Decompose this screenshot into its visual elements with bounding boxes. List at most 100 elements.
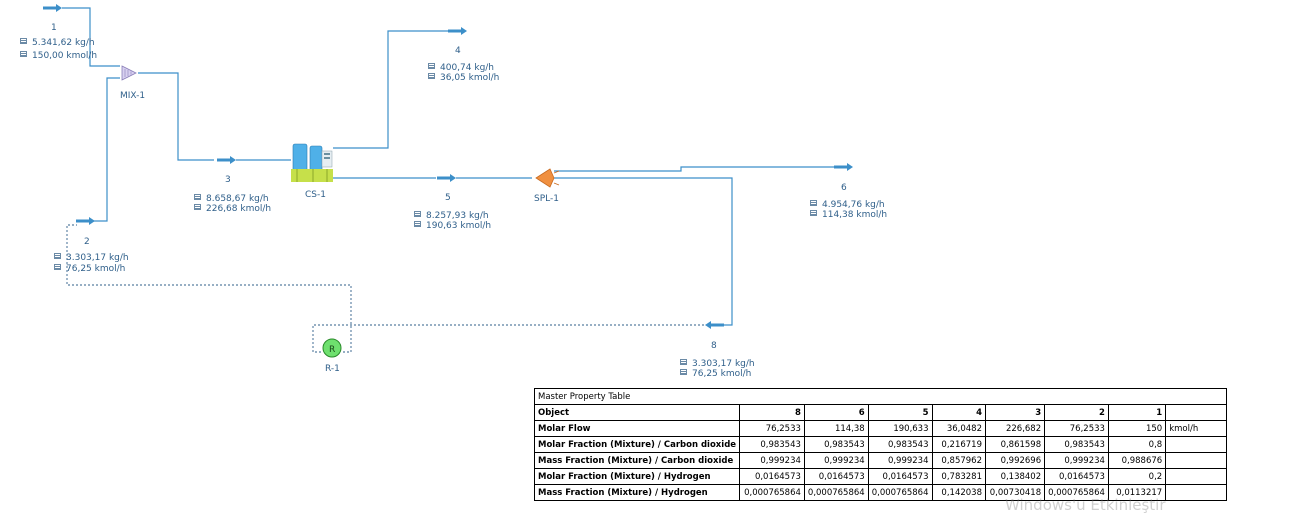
table-cell[interactable]: 8 <box>739 404 805 421</box>
table-cell[interactable]: 5 <box>867 404 933 421</box>
table-cell[interactable]: 0,000765864 <box>867 484 933 501</box>
table-cell[interactable]: 0,142038 <box>931 484 986 501</box>
table-cell[interactable]: 1 <box>1107 404 1167 421</box>
table-cell[interactable]: 76,2533 <box>739 420 805 437</box>
stream-5-arrow-icon[interactable] <box>437 174 456 182</box>
stream-2-mass: 3.303,17 kg/h <box>66 253 129 263</box>
table-cell[interactable]: 0,0113217 <box>1107 484 1167 501</box>
table-cell[interactable]: 0,000765864 <box>803 484 869 501</box>
table-cell[interactable]: 0,999234 <box>1044 452 1109 469</box>
table-cell[interactable]: 190,633 <box>867 420 933 437</box>
table-cell[interactable]: 6 <box>803 404 869 421</box>
table-cell[interactable]: 226,682 <box>984 420 1046 437</box>
table-unit-cell[interactable]: kmol/h <box>1165 420 1227 437</box>
table-row-label[interactable]: Object <box>533 404 741 421</box>
separator-label: CS-1 <box>305 190 326 200</box>
flow-table-icon <box>428 73 435 79</box>
table-cell[interactable]: 0,988676 <box>1107 452 1167 469</box>
table-row-label[interactable]: Mass Fraction (Mixture) / Carbon dioxide <box>533 452 741 469</box>
reactor-label: R-1 <box>325 364 340 374</box>
table-cell[interactable]: 0,0164573 <box>867 468 933 485</box>
table-cell[interactable]: 0,992696 <box>984 452 1046 469</box>
table-row-label[interactable]: Molar Fraction (Mixture) / Carbon dioxid… <box>533 436 741 453</box>
stream-1-molar: 150,00 kmol/h <box>32 51 97 61</box>
table-cell[interactable]: 0,983543 <box>739 436 805 453</box>
table-cell[interactable]: 0,983543 <box>803 436 869 453</box>
table-cell[interactable]: 0,8 <box>1107 436 1167 453</box>
mixer-icon[interactable] <box>121 65 137 81</box>
table-cell[interactable]: 0,0164573 <box>803 468 869 485</box>
table-cell[interactable]: 114,38 <box>803 420 869 437</box>
table-cell[interactable]: 0,0164573 <box>1044 468 1109 485</box>
mixer-label: MIX-1 <box>120 91 145 101</box>
stream-5-id: 5 <box>445 193 451 203</box>
stream-1-info[interactable]: 1 5.341,62 kg/h 150,00 kmol/h <box>20 23 97 61</box>
table-unit-cell[interactable] <box>1165 484 1227 501</box>
table-cell[interactable]: 0,999234 <box>803 452 869 469</box>
stream-6-arrow-icon[interactable] <box>834 163 853 171</box>
table-cell[interactable]: 2 <box>1044 404 1109 421</box>
pipe-stream-6 <box>554 166 834 172</box>
table-row-label[interactable]: Molar Fraction (Mixture) / Hydrogen <box>533 468 741 485</box>
table-cell[interactable]: 0,983543 <box>1044 436 1109 453</box>
splitter-icon[interactable] <box>535 168 560 188</box>
table-cell[interactable]: 0,999234 <box>867 452 933 469</box>
stream-4-info[interactable]: 4 400,74 kg/h 36,05 kmol/h <box>428 46 499 83</box>
table-cell[interactable]: 0,0164573 <box>739 468 805 485</box>
stream-3-arrow-icon[interactable] <box>217 156 236 164</box>
stream-6-info[interactable]: 6 4.954,76 kg/h 114,38 kmol/h <box>810 183 887 220</box>
table-cell[interactable]: 0,783281 <box>931 468 986 485</box>
flow-table-icon <box>680 359 687 365</box>
stream-5-info[interactable]: 5 8.257,93 kg/h 190,63 kmol/h <box>414 193 491 231</box>
flow-table-icon <box>680 369 687 375</box>
pipe-stream-2 <box>93 77 120 222</box>
stream-5-mass: 8.257,93 kg/h <box>426 211 489 221</box>
table-row: Mass Fraction (Mixture) / Carbon dioxide… <box>533 452 1227 469</box>
stream-8-molar: 76,25 kmol/h <box>692 369 751 379</box>
stream-1-arrow-icon[interactable] <box>43 4 62 12</box>
table-cell[interactable]: 3 <box>984 404 1046 421</box>
pipe-stream-1 <box>62 7 120 67</box>
stream-5-molar: 190,63 kmol/h <box>426 221 491 231</box>
table-row-label[interactable]: Molar Flow <box>533 420 741 437</box>
stream-2-info[interactable]: 2 3.303,17 kg/h 76,25 kmol/h <box>54 237 129 274</box>
table-unit-cell[interactable] <box>1165 468 1227 485</box>
stream-6-molar: 114,38 kmol/h <box>822 210 887 220</box>
stream-8-info[interactable]: 8 3.303,17 kg/h 76,25 kmol/h <box>680 341 755 379</box>
flow-table-icon <box>414 211 421 217</box>
table-cell[interactable]: 0,983543 <box>867 436 933 453</box>
stream-2-molar: 76,25 kmol/h <box>66 264 125 274</box>
table-cell[interactable]: 0,000765864 <box>739 484 805 501</box>
table-unit-cell[interactable] <box>1165 436 1227 453</box>
table-cell[interactable]: 0,2 <box>1107 468 1167 485</box>
table-cell[interactable]: 76,2533 <box>1044 420 1109 437</box>
stream-1-id: 1 <box>51 23 57 33</box>
table-cell[interactable]: 150 <box>1107 420 1167 437</box>
table-cell[interactable]: 4 <box>931 404 986 421</box>
table-unit-cell[interactable] <box>1165 404 1227 421</box>
table-cell[interactable]: 0,861598 <box>984 436 1046 453</box>
table-unit-cell[interactable] <box>1165 452 1227 469</box>
stream-8-arrow-icon[interactable] <box>705 321 724 329</box>
pipe-stream-4 <box>333 30 449 149</box>
flow-table-icon <box>54 253 61 259</box>
table-row-label[interactable]: Mass Fraction (Mixture) / Hydrogen <box>533 484 741 501</box>
stream-4-arrow-icon[interactable] <box>448 27 467 35</box>
splitter-label: SPL-1 <box>534 194 559 204</box>
flow-table-icon <box>54 264 61 270</box>
component-separator-icon[interactable] <box>291 143 333 182</box>
reactor-icon[interactable]: R <box>322 338 342 358</box>
reactor-symbol: R <box>329 345 335 355</box>
table-cell[interactable]: 0,999234 <box>739 452 805 469</box>
stream-3-info[interactable]: 3 8.658,67 kg/h 226,68 kmol/h <box>194 175 271 214</box>
table-cell[interactable]: 0,138402 <box>984 468 1046 485</box>
table-cell[interactable]: 0,216719 <box>931 436 986 453</box>
stream-2-arrow-icon[interactable] <box>76 217 95 225</box>
table-cell[interactable]: 36,0482 <box>931 420 986 437</box>
table-cell[interactable]: 0,857962 <box>931 452 986 469</box>
table-cell[interactable]: 0,00730418 <box>984 484 1046 501</box>
